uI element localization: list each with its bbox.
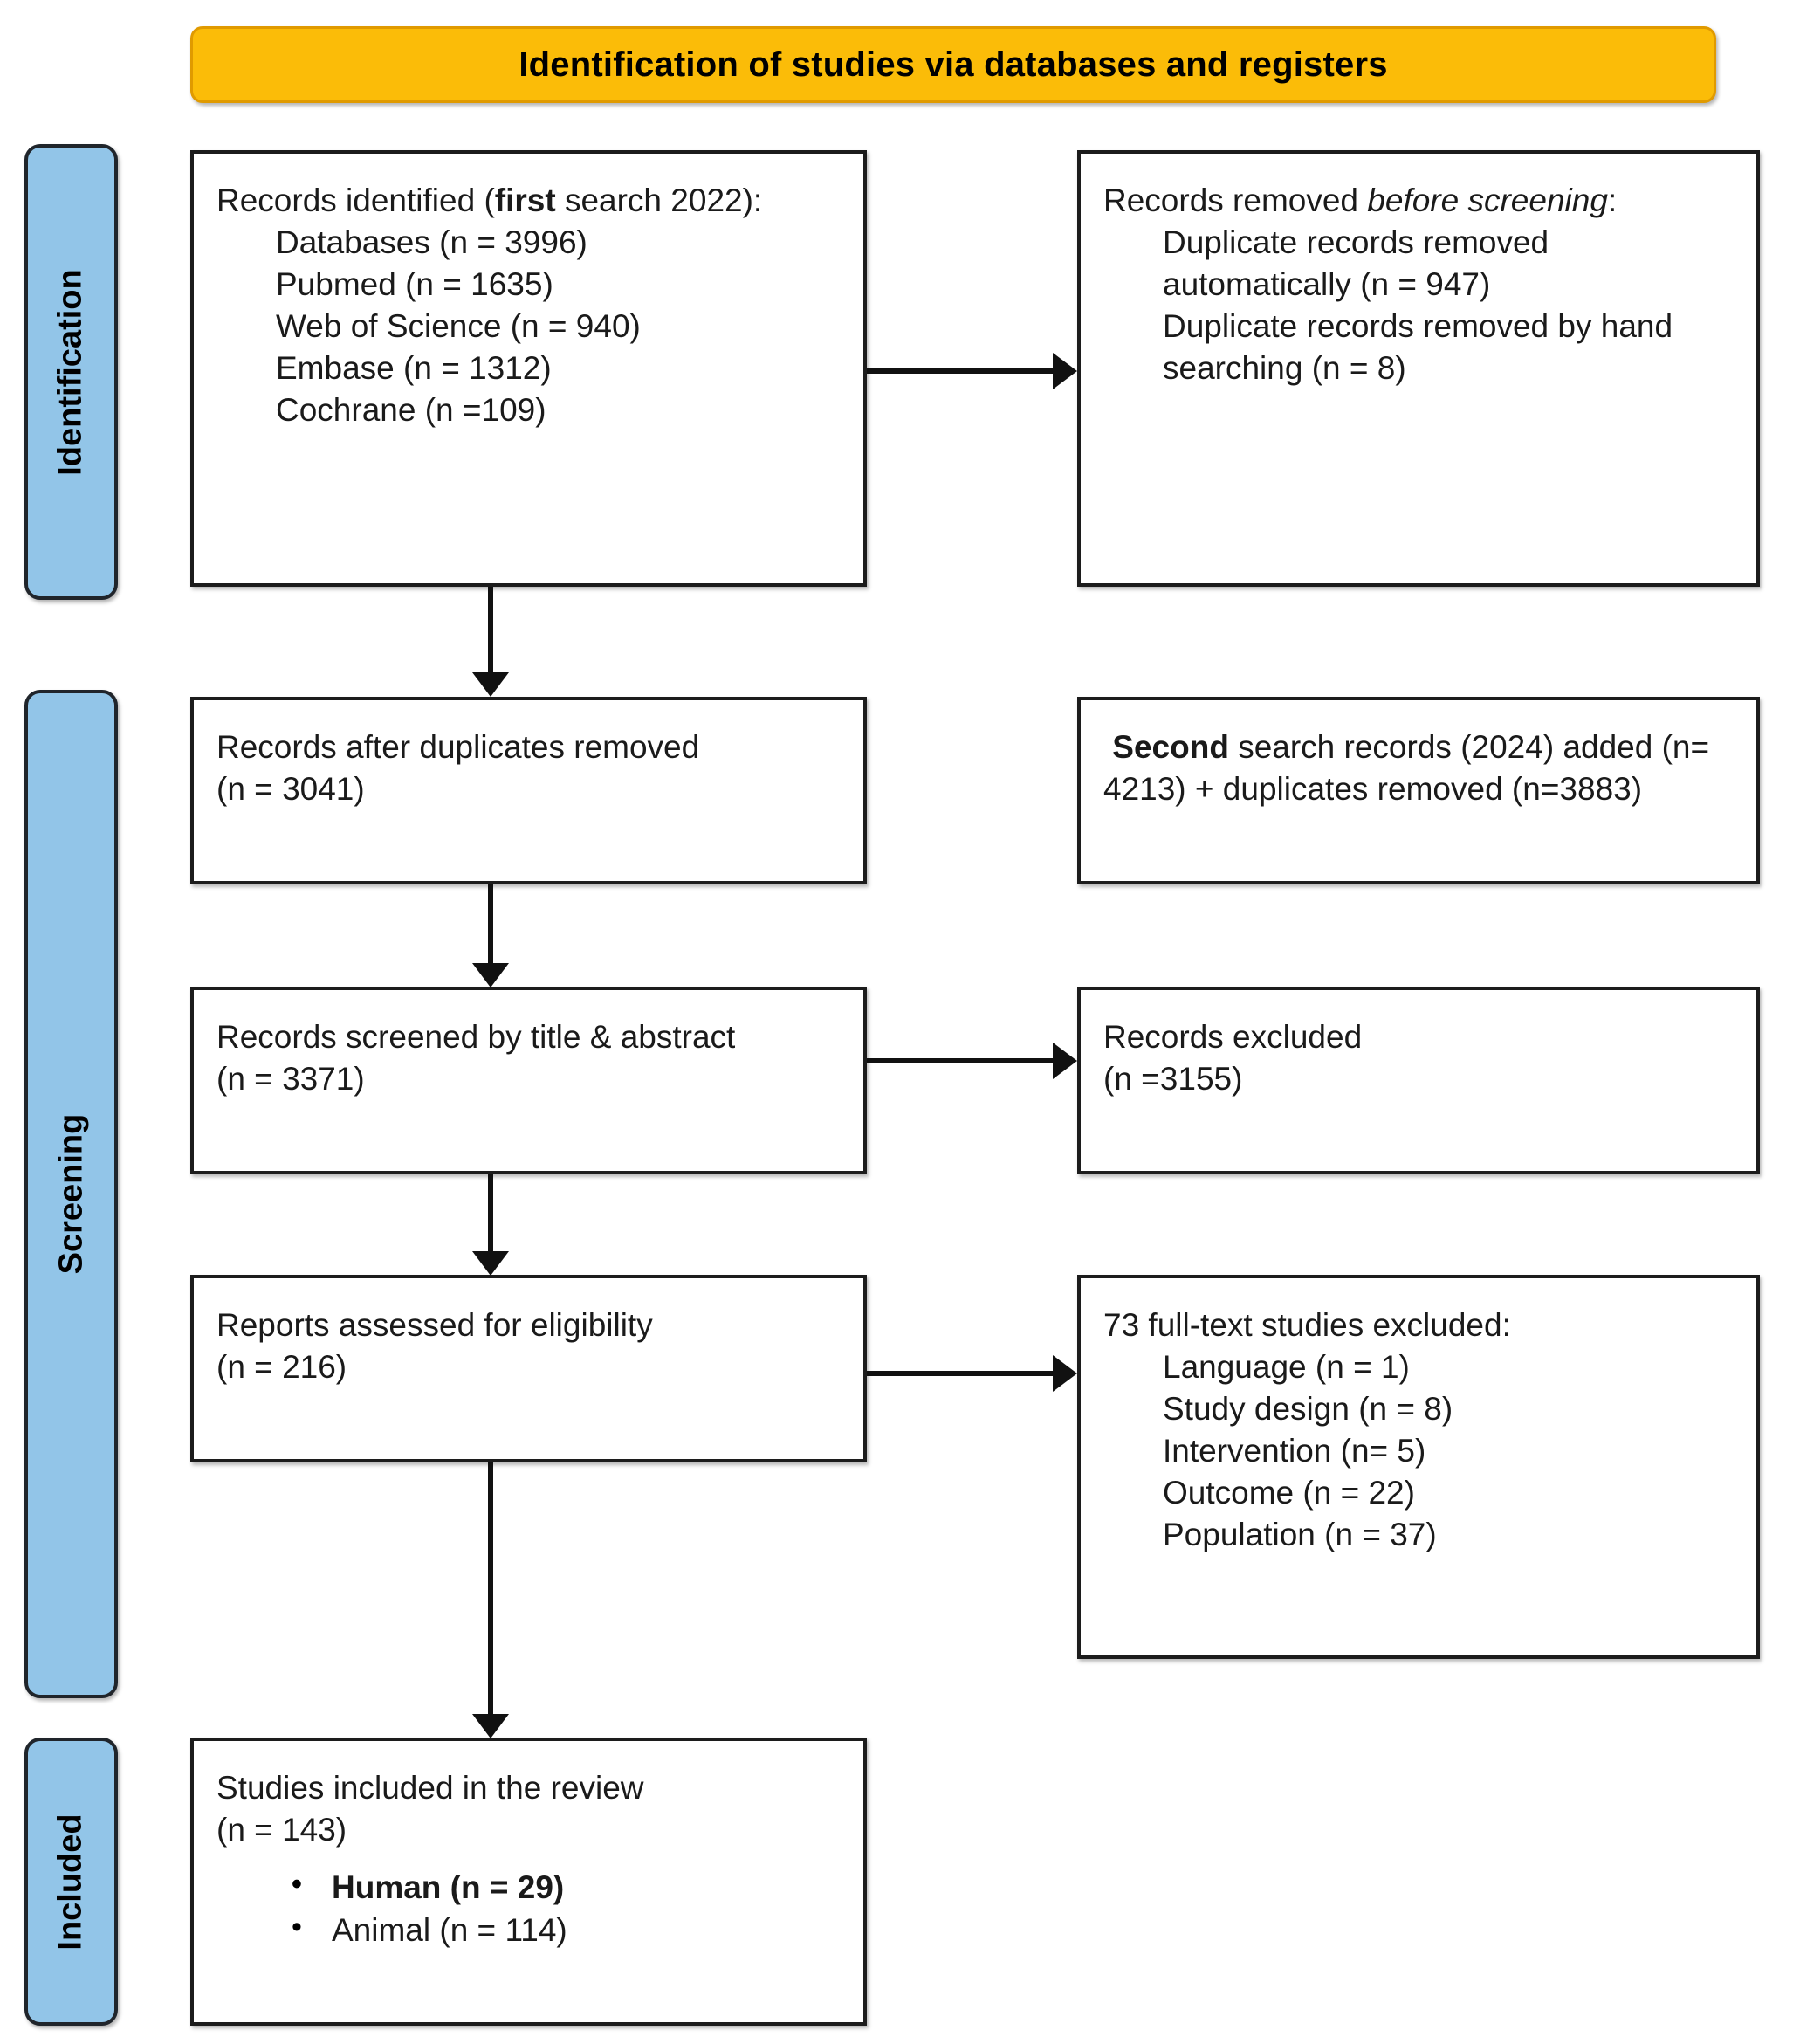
- source-pubmed: Pubmed (n = 1635): [276, 266, 553, 303]
- records-excluded-text: Records excluded (n =3155): [1103, 1019, 1363, 1098]
- arrow-eligibility-to-included: [488, 1462, 493, 1716]
- arrow-identified-to-removed: [867, 368, 1055, 374]
- list-item-animal: Animal (n = 114): [292, 1908, 841, 1952]
- box-reports-assessed-eligibility: Reports assessed for eligibility (n = 21…: [190, 1275, 867, 1462]
- stage-included-text: Included: [52, 1813, 90, 1951]
- box-records-identified: Records identified (first search 2022): …: [190, 150, 867, 587]
- records-identified-heading: Records identified (first search 2022):: [216, 182, 763, 218]
- diagram-header-banner: Identification of studies via databases …: [190, 26, 1716, 103]
- box-records-excluded: Records excluded (n =3155): [1077, 987, 1760, 1174]
- arrow-screened-to-excluded: [867, 1058, 1055, 1063]
- exclusion-reason-study-design: Study design (n = 8): [1163, 1391, 1453, 1428]
- fulltext-excluded-heading: 73 full-text studies excluded:: [1103, 1307, 1511, 1343]
- list-item-human: Human (n = 29): [292, 1865, 841, 1910]
- arrow-screened-to-eligibility: [488, 1174, 493, 1253]
- reports-eligibility-text: Reports assessed for eligibility (n = 21…: [216, 1307, 653, 1386]
- source-embase: Embase (n = 1312): [276, 350, 552, 387]
- duplicates-removed-by-hand: Duplicate records removed by hand search…: [1163, 308, 1682, 387]
- exclusion-reason-outcome: Outcome (n = 22): [1163, 1475, 1415, 1511]
- box-records-after-duplicates: Records after duplicates removed (n = 30…: [190, 697, 867, 884]
- box-records-screened: Records screened by title & abstract (n …: [190, 987, 867, 1174]
- stage-label-screening: Screening: [24, 690, 118, 1698]
- records-screened-text: Records screened by title & abstract (n …: [216, 1019, 736, 1098]
- records-removed-heading: Records removed before screening:: [1103, 182, 1618, 218]
- duplicates-removed-automatically: Duplicate records removed automatically …: [1163, 224, 1558, 303]
- exclusion-reason-population: Population (n = 37): [1163, 1517, 1437, 1553]
- box-studies-included: Studies included in the review (n = 143)…: [190, 1738, 867, 2026]
- stage-screening-text: Screening: [52, 1113, 90, 1275]
- exclusion-reason-intervention: Intervention (n= 5): [1163, 1433, 1426, 1469]
- stage-identification-text: Identification: [52, 268, 90, 476]
- source-cochrane: Cochrane (n =109): [276, 392, 546, 429]
- studies-included-text: Studies included in the review (n = 143): [216, 1770, 644, 1848]
- exclusion-reason-language: Language (n = 1): [1163, 1349, 1410, 1386]
- included-breakdown-list: Human (n = 29) Animal (n = 114): [216, 1865, 841, 1952]
- banner-title: Identification of studies via databases …: [519, 45, 1388, 84]
- arrow-identified-to-after-duplicates: [488, 587, 493, 674]
- box-records-removed-before-screening: Records removed before screening: Duplic…: [1077, 150, 1760, 587]
- stage-label-identification: Identification: [24, 144, 118, 600]
- source-databases: Databases (n = 3996): [276, 224, 587, 261]
- box-second-search-records: Second search records (2024) added (n= 4…: [1077, 697, 1760, 884]
- box-fulltext-studies-excluded: 73 full-text studies excluded: Language …: [1077, 1275, 1760, 1659]
- source-web-of-science: Web of Science (n = 940): [276, 308, 641, 345]
- second-search-text: Second search records (2024) added (n= 4…: [1103, 729, 1719, 808]
- arrow-eligibility-to-fulltext-excluded: [867, 1371, 1055, 1376]
- arrow-after-duplicates-to-screened: [488, 884, 493, 965]
- stage-label-included: Included: [24, 1738, 118, 2026]
- records-after-duplicates-text: Records after duplicates removed (n = 30…: [216, 729, 700, 808]
